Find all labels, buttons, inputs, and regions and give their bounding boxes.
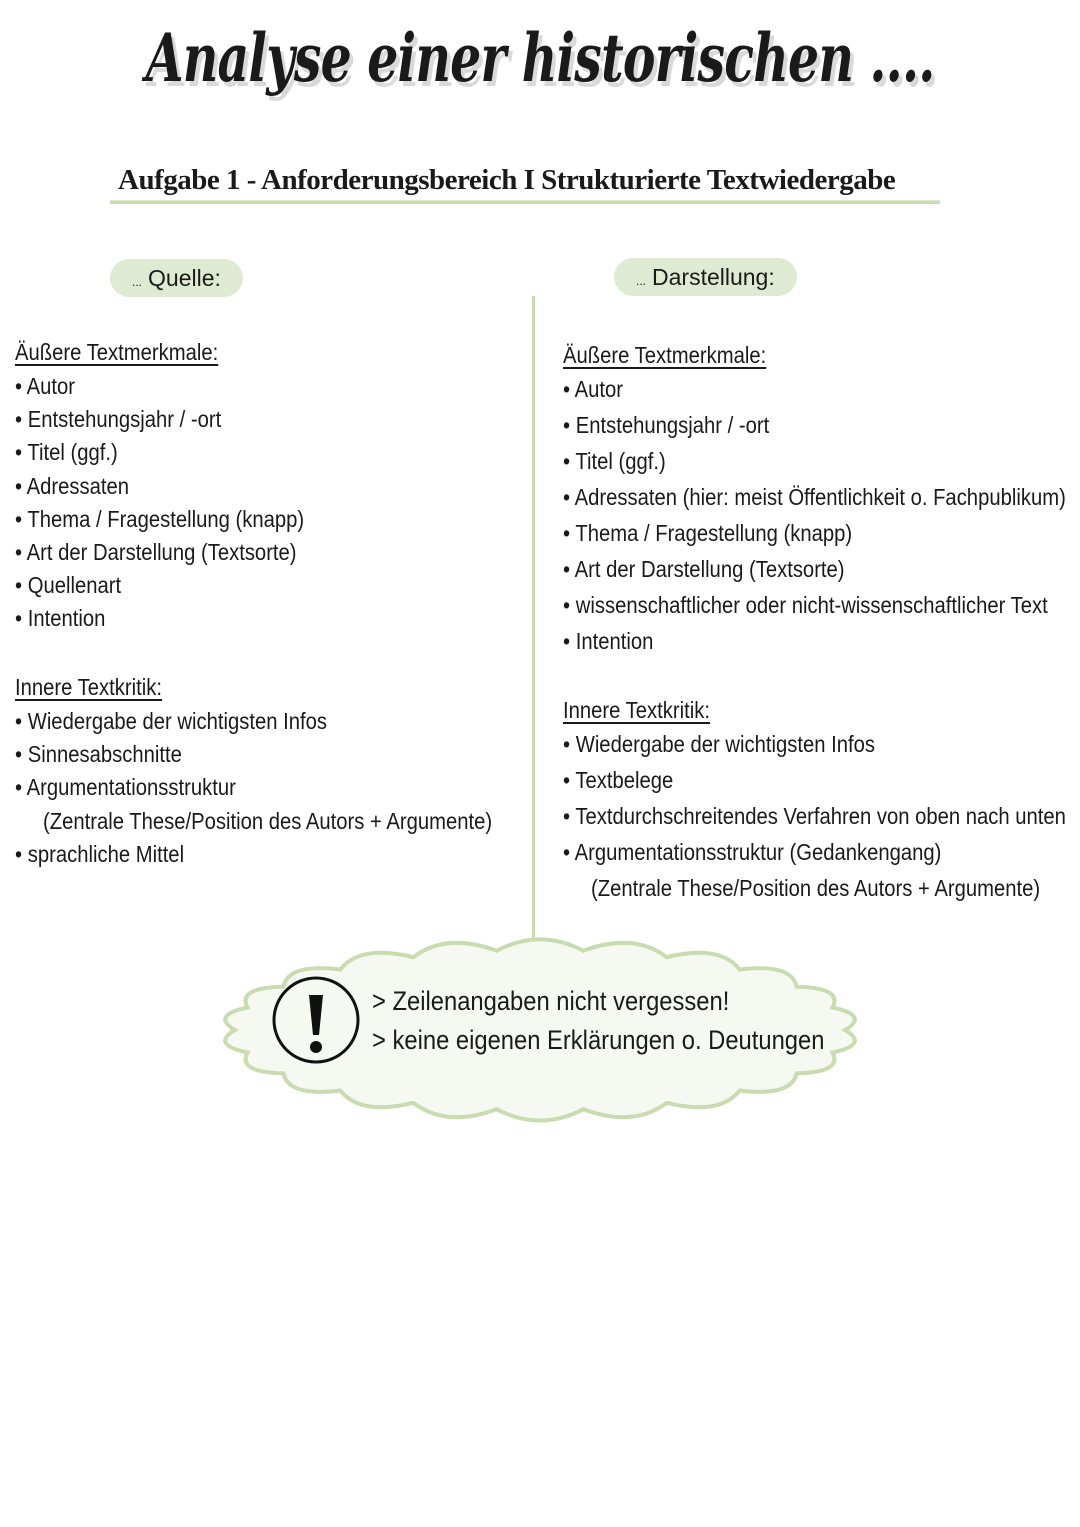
list-item: • Quellenart [15,572,122,599]
list-item: • Titel (ggf.) [563,448,666,474]
list-item: • Adressaten [15,472,129,499]
list-item: • Wiedergabe der wichtigsten Infos [563,731,875,757]
list-item: • Autor [15,373,75,399]
section-heading: Innere Textkritik: [15,674,162,700]
list-item: • Wiedergabe der wichtigsten Infos [15,708,327,734]
pill-prefix: ... [636,274,647,288]
page-title-wrap: Analyse einer historischen .... [0,8,1080,118]
list-item: • Argumentationsstruktur [15,774,236,801]
list-item: • Autor [563,376,623,402]
note-line-1: > Zeilenangaben nicht vergessen! [372,986,730,1016]
darstellung-pill: ... Darstellung: [614,258,797,296]
note-cloud [223,937,857,1123]
list-item: • Argumentationsstruktur (Gedankengang) [563,839,942,865]
section-heading: Äußere Textmerkmale: [15,339,219,365]
note-line-2: > keine eigenen Erklärungen o. Deutungen [372,1025,825,1055]
pill-label: Quelle: [148,265,221,291]
list-item: • Textdurchschreitendes Verfahren von ob… [563,803,1066,829]
list-item: • Titel (ggf.) [15,439,118,466]
exclamation-circle-icon [272,976,360,1064]
list-item-continuation: (Zentrale These/Position des Autors + Ar… [591,875,1041,901]
list-item: • Entstehungsjahr / -ort [15,406,222,433]
list-item: • Thema / Fragestellung (knapp) [15,505,305,532]
list-item: • Art der Darstellung (Textsorte) [15,539,297,565]
list-item: • Textbelege [563,767,674,793]
section-heading: Innere Textkritik: [563,697,710,723]
section-subtitle: Aufgabe 1 - Anforderungsbereich I Strukt… [118,164,896,196]
list-item: • Intention [563,628,654,654]
list-item: • Thema / Fragestellung (knapp) [563,520,853,546]
section-heading: Äußere Textmerkmale: [563,342,767,368]
list-item: • Entstehungsjahr / -ort [563,412,770,438]
list-item: • Adressaten (hier: meist Öffentlichkeit… [563,484,1066,510]
list-item-continuation: (Zentrale These/Position des Autors + Ar… [43,807,493,834]
page-title: Analyse einer historischen .... [145,19,936,97]
pill-prefix: ... [132,275,143,289]
list-item: • wissenschaftlicher oder nicht-wissensc… [563,592,1048,618]
pill-label: Darstellung: [652,264,775,290]
list-item: • Intention [15,605,106,632]
column-divider [532,296,535,956]
list-item: • Sinnesabschnitte [15,741,182,768]
list-item: • sprachliche Mittel [15,840,185,867]
quelle-pill: ... Quelle: [110,259,243,297]
list-item: • Art der Darstellung (Textsorte) [563,556,845,582]
subtitle-underline [110,200,940,204]
